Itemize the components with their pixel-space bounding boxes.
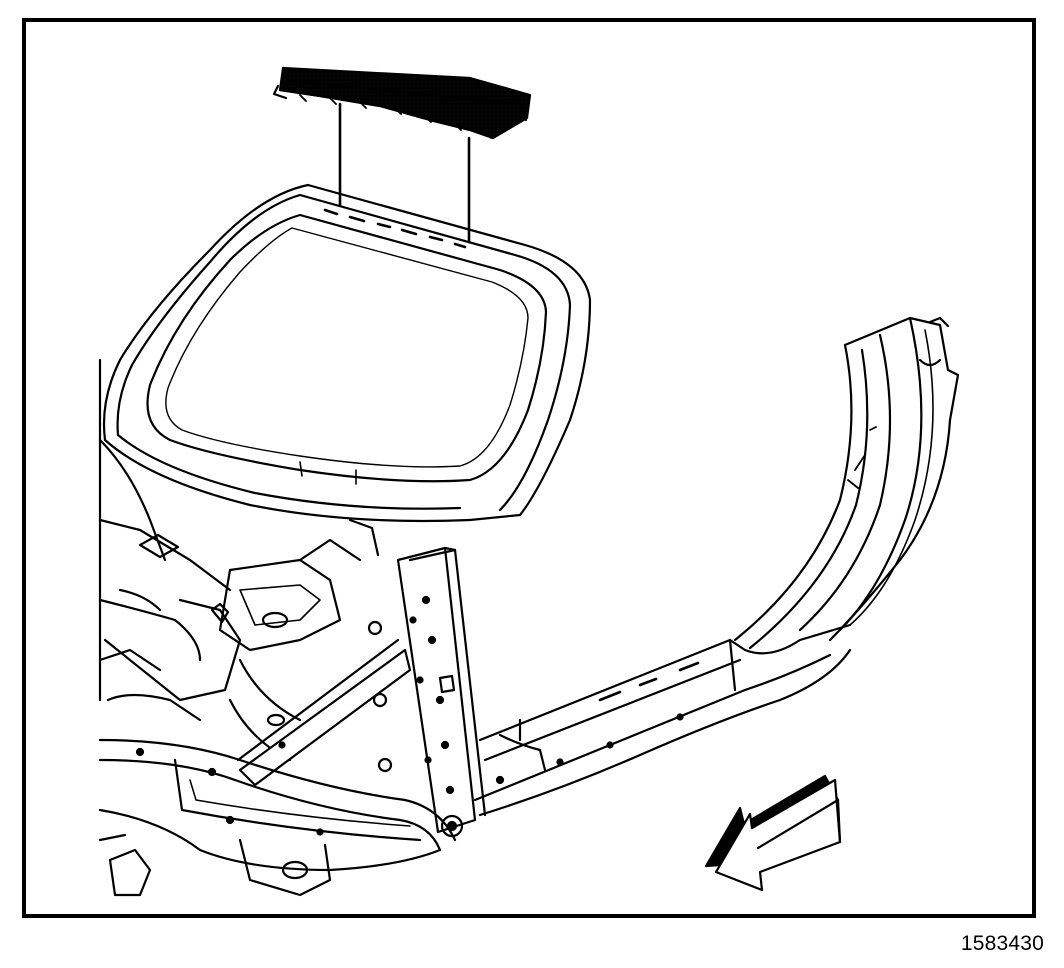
front-lower-rail — [98, 738, 457, 897]
rocker-panel — [473, 623, 852, 817]
direction-arrow-icon — [704, 774, 842, 892]
roof-reinforcement-part — [272, 66, 532, 140]
leader-lines — [338, 102, 471, 244]
hinge-pillar — [367, 546, 487, 838]
rear-door-pillar — [733, 316, 960, 650]
diagonal-brace — [236, 638, 412, 787]
figure-number: 1583430 — [960, 932, 1044, 955]
windshield-frame — [102, 183, 592, 523]
front-structure-left — [98, 358, 380, 762]
